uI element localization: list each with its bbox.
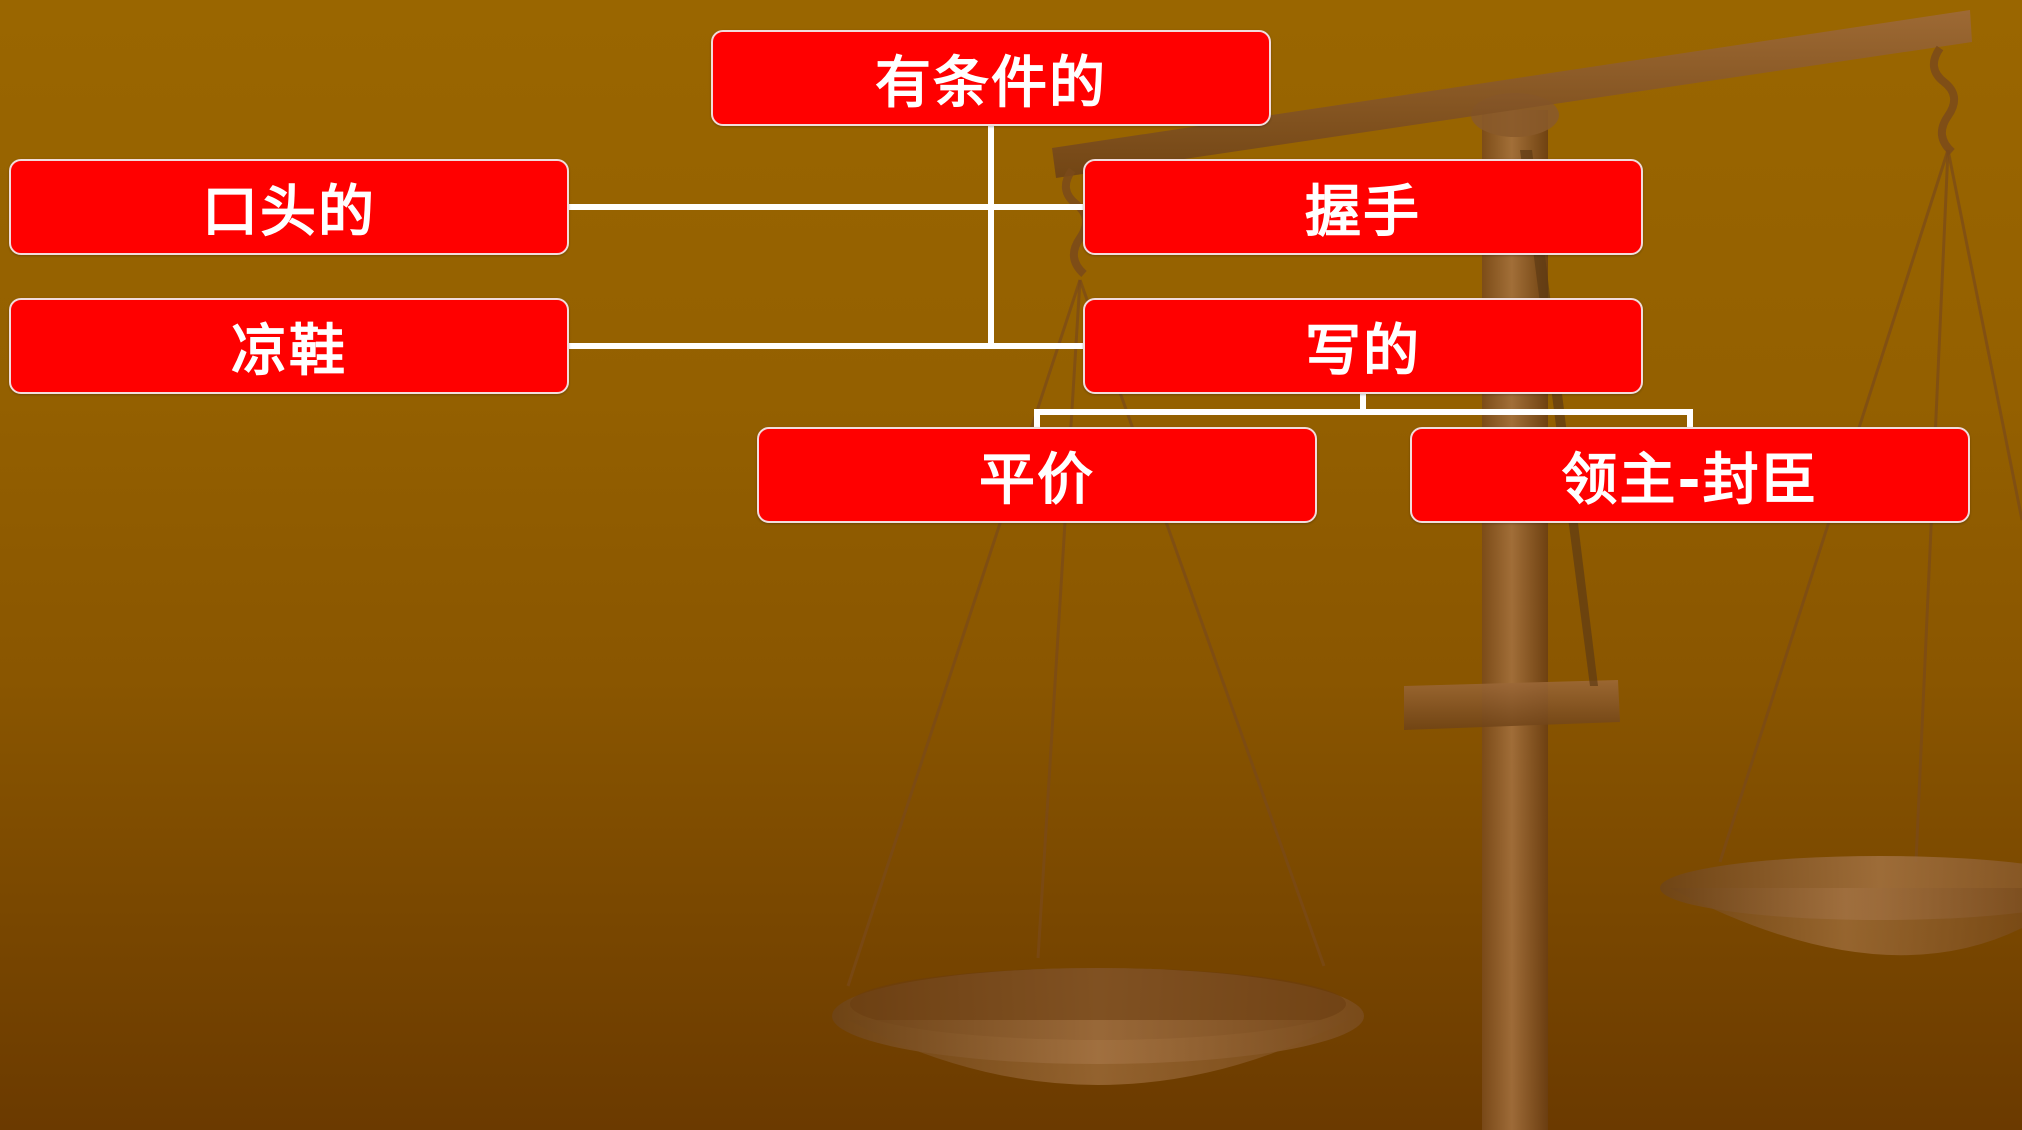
node-written: 写的 bbox=[1083, 298, 1643, 394]
node-conditional: 有条件的 bbox=[711, 30, 1271, 126]
node-lord-vassal: 领主-封臣 bbox=[1410, 427, 1970, 523]
scale-beam bbox=[1052, 10, 1972, 178]
node-oral: 口头的 bbox=[9, 159, 569, 255]
scale-crossbar bbox=[1404, 680, 1620, 730]
node-handshake: 握手 bbox=[1083, 159, 1643, 255]
node-sandal: 凉鞋 bbox=[9, 298, 569, 394]
node-fair-price: 平价 bbox=[757, 427, 1317, 523]
